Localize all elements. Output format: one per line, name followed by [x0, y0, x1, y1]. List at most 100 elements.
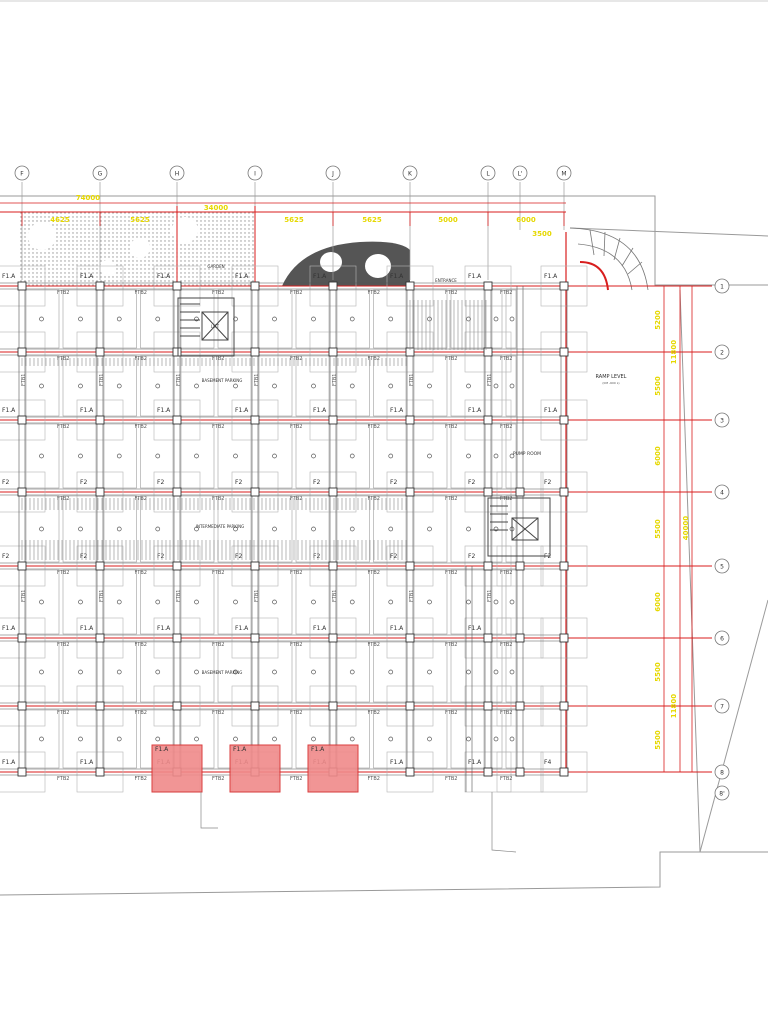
drain-marker [272, 599, 277, 605]
footing-outline [496, 685, 544, 727]
parking-bay [103, 423, 137, 489]
beam-label: FTB2 [445, 642, 457, 648]
leader-line [491, 792, 517, 853]
parking-bay [373, 423, 407, 489]
dim-bay-right: 5500 [654, 730, 662, 750]
footing-outline [464, 399, 512, 441]
footing-outline [496, 617, 544, 659]
column [95, 701, 105, 711]
column [515, 767, 525, 777]
column [95, 281, 105, 291]
column-bubble-label: H [175, 171, 180, 178]
column [172, 281, 182, 291]
footing-outline [386, 471, 434, 513]
column [559, 767, 569, 777]
drain-marker [272, 669, 277, 675]
parking-bay [413, 355, 448, 417]
beam-label: FTB2 [57, 290, 69, 296]
parking-bay [491, 355, 503, 417]
drain-marker [78, 383, 83, 389]
drain-marker [493, 383, 499, 389]
parking-bay [180, 569, 215, 635]
parking-bay [295, 641, 330, 703]
parking-bay [25, 569, 60, 635]
spiral-stair [569, 227, 649, 291]
drain-marker [39, 599, 44, 605]
parking-bay [258, 289, 293, 349]
footing-outline [231, 617, 279, 659]
drain-marker [509, 316, 515, 322]
beam-label: FTB2 [135, 496, 147, 502]
beam-label: FTB2 [368, 570, 380, 576]
footing-label: F1.A [468, 407, 482, 414]
beam-label: FTB1 [21, 374, 27, 386]
footing-label: F1.A [80, 407, 94, 414]
footing-outline [309, 265, 357, 307]
beams [0, 282, 568, 792]
beam-label: FTB2 [212, 642, 224, 648]
beam-label: FTB1 [409, 590, 415, 602]
parking-bay [413, 495, 448, 563]
drain-marker [39, 316, 44, 322]
column [515, 487, 525, 497]
drain-marker [116, 383, 122, 389]
footing-label: F4 [544, 759, 551, 766]
column [559, 561, 569, 571]
drain-marker [155, 526, 161, 532]
beam-label: FTB2 [212, 290, 224, 296]
parking-bay [180, 289, 215, 349]
column-bubble-label: K [408, 171, 413, 178]
dim-bay-right: 6000 [654, 592, 662, 612]
drain-marker [272, 316, 277, 322]
footing-label: F1.A [544, 407, 558, 414]
row-bubble-label: 8 [720, 770, 724, 777]
lift-label: LIFT [211, 324, 220, 329]
drain-marker [39, 736, 44, 742]
footing-outline [309, 331, 357, 373]
drain-marker [233, 453, 238, 459]
drain-marker [349, 453, 355, 459]
highlighted-footing [151, 744, 203, 793]
drain-marker [388, 316, 394, 322]
drain-marker [194, 669, 199, 675]
ramp-hatching [21, 300, 487, 560]
column [250, 281, 260, 291]
drain-marker [78, 599, 83, 605]
parking-bay [450, 641, 485, 703]
column-bubble-c6 [402, 165, 418, 181]
parking-bay [62, 355, 97, 417]
parking-bay [336, 355, 370, 417]
footing-outline [76, 751, 124, 793]
row-bubble-label: 1 [720, 284, 724, 291]
footing-outline [231, 265, 279, 307]
footing-outline [0, 685, 46, 727]
structural-columns [17, 281, 569, 777]
column-bubble-label: J [331, 171, 334, 178]
parking-bay [336, 423, 370, 489]
column [250, 415, 260, 425]
column [515, 561, 525, 571]
drain-marker [116, 599, 122, 605]
parking-bay [491, 289, 503, 349]
parking-bay [373, 289, 407, 349]
beam-label: FTB2 [500, 642, 512, 648]
footing-label: F1.A [390, 759, 404, 766]
column-bubble-c1 [14, 165, 30, 181]
highlighted-footing-label: F1.A [311, 746, 325, 753]
column [17, 701, 27, 711]
parking-bay [103, 641, 137, 703]
parking-bay [140, 289, 174, 349]
footing-outline [76, 331, 124, 373]
footing-outline [496, 751, 544, 793]
column [483, 281, 493, 291]
footing-outline [0, 617, 46, 659]
row-bubble-label: 7 [720, 704, 724, 711]
drain-marker [155, 736, 161, 742]
drain-marker [466, 316, 471, 322]
footing-label: F2 [80, 479, 87, 486]
highlighted-footing-label: F1.A [233, 746, 247, 753]
beam-label: FTB2 [57, 356, 69, 362]
parking-bay [180, 641, 215, 703]
column-bubble-label: L' [518, 171, 523, 178]
